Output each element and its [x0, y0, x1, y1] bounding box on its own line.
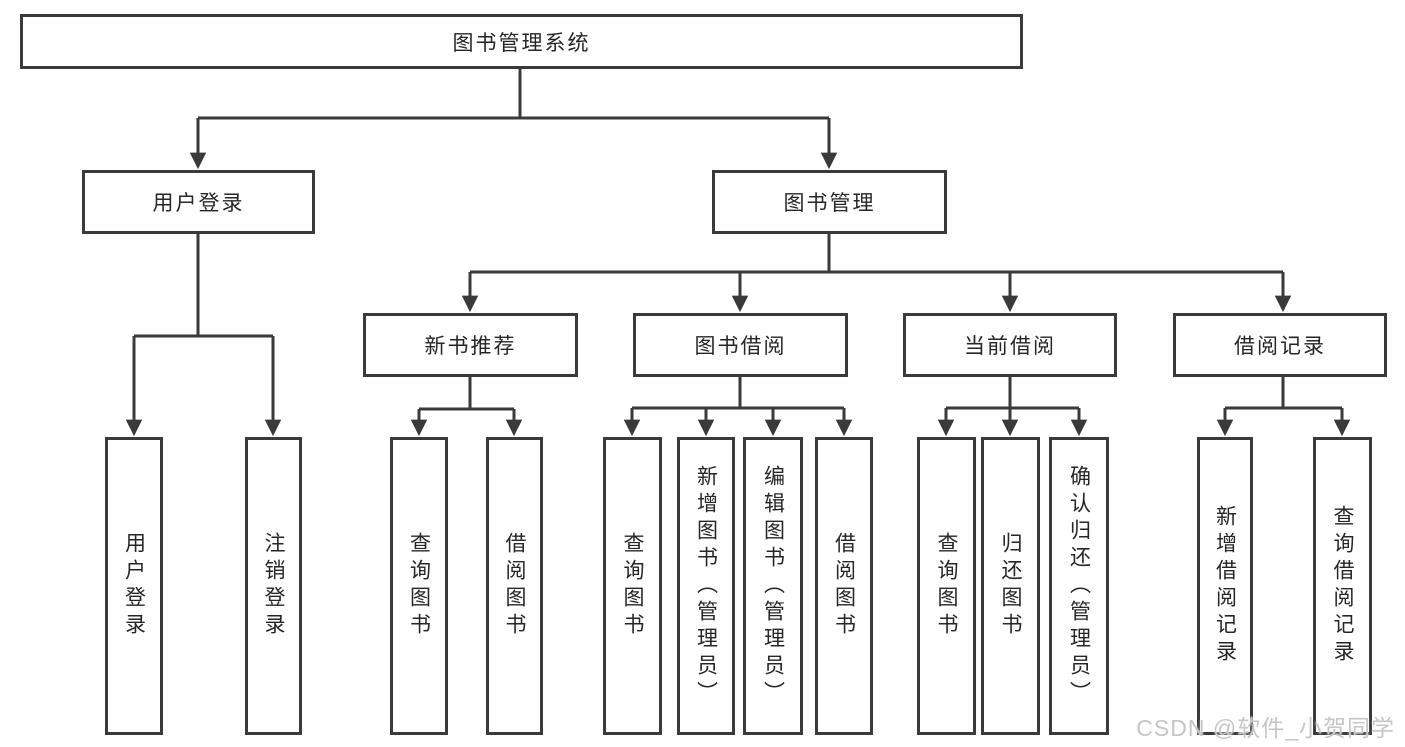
node-label: 新增图书（管理员）: [694, 464, 718, 708]
node-leaf-query-books-current: 查询图书: [917, 437, 976, 735]
node-label: 确认归还（管理员）: [1067, 464, 1091, 708]
node-leaf-logout: 注销登录: [245, 437, 302, 735]
node-book-borrowing: 图书借阅: [633, 313, 848, 377]
node-leaf-return-books: 归还图书: [981, 437, 1040, 735]
node-label: 用户登录: [122, 532, 146, 640]
node-leaf-user-login: 用户登录: [105, 437, 163, 735]
node-label: 查询图书: [407, 532, 431, 640]
node-leaf-edit-book-admin: 编辑图书（管理员）: [743, 437, 803, 735]
node-label: 查询图书: [621, 532, 645, 640]
node-label: 当前借阅: [964, 335, 1056, 358]
node-book-management: 图书管理: [712, 170, 947, 234]
node-current-borrowing: 当前借阅: [903, 313, 1117, 377]
node-label: 图书管理系统: [452, 31, 591, 55]
node-label: 新书推荐: [424, 335, 517, 358]
node-label: 借阅图书: [503, 532, 527, 640]
node-leaf-query-books-borrow: 查询图书: [603, 437, 662, 735]
node-label: 新增借阅记录: [1213, 505, 1237, 667]
node-leaf-add-borrow-record: 新增借阅记录: [1197, 437, 1253, 735]
node-label: 查询图书: [935, 532, 959, 640]
node-leaf-query-books-recommend: 查询图书: [390, 437, 448, 735]
node-borrowing-records: 借阅记录: [1173, 313, 1387, 377]
node-library-management-system: 图书管理系统: [20, 14, 1023, 69]
node-label: 用户登录: [152, 192, 245, 215]
node-leaf-borrow-books: 借阅图书: [815, 437, 873, 735]
node-new-book-recommendation: 新书推荐: [363, 313, 578, 377]
node-label: 图书管理: [783, 192, 876, 215]
node-label: 注销登录: [262, 532, 286, 640]
node-user-login: 用户登录: [82, 170, 315, 234]
node-leaf-query-borrow-record: 查询借阅记录: [1313, 437, 1372, 735]
csdn-watermark: CSDN @软件_小贺同学: [1136, 715, 1395, 741]
node-label: 查询借阅记录: [1331, 505, 1355, 667]
node-label: 图书借阅: [694, 335, 787, 358]
node-label: 借阅记录: [1234, 335, 1326, 358]
node-leaf-borrow-books-recommend: 借阅图书: [486, 437, 543, 735]
node-label: 归还图书: [999, 532, 1023, 640]
node-leaf-confirm-return-admin: 确认归还（管理员）: [1049, 437, 1109, 735]
node-label: 编辑图书（管理员）: [761, 464, 785, 708]
node-label: 借阅图书: [832, 532, 856, 640]
node-leaf-add-book-admin: 新增图书（管理员）: [677, 437, 735, 735]
